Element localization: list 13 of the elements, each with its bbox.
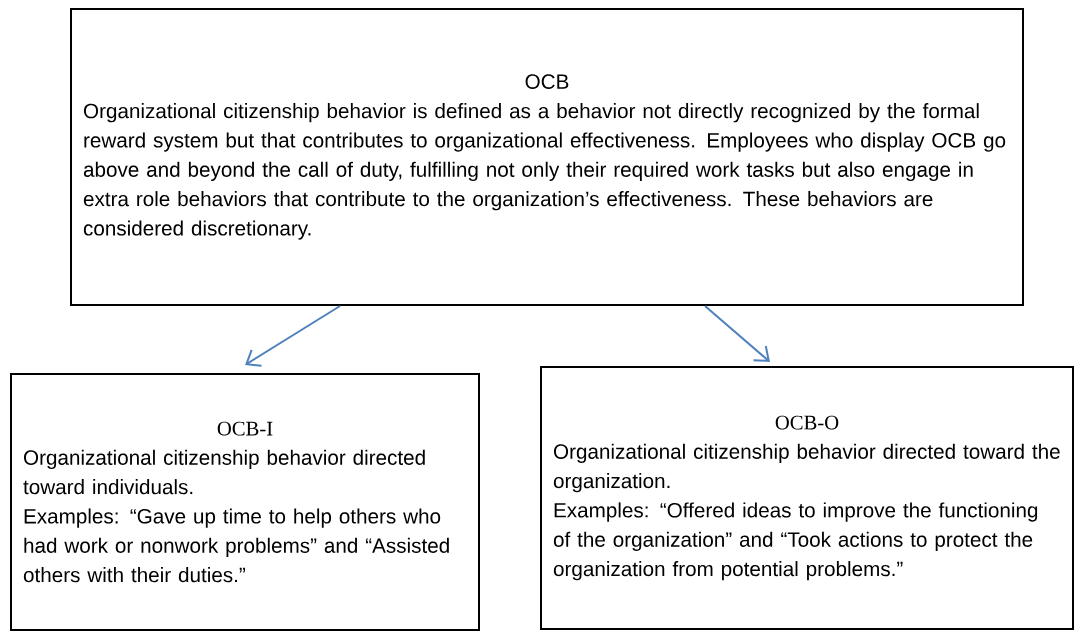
box-text: Examples: “Gave up time to help others who had work or nonwork problems” and “Assisted others with their duties.” [23, 508, 449, 583]
arrow [245, 305, 341, 367]
arrow [704, 305, 770, 362]
box-heading: OCB-I [217, 421, 273, 436]
box-heading: OCB [525, 74, 569, 89]
text-box [540, 366, 1074, 630]
box-text: Organizational citizenship behavior directed toward individuals. [23, 449, 425, 495]
text-box [70, 8, 1024, 306]
box-heading: OCB-O [775, 415, 839, 430]
box-text: Organizational citizenship behavior directed toward the organization. [553, 443, 1060, 493]
box-text: Organizational citizenship behavior is defined as a behavior not directly recognized by the formal reward system but that contributes to organizational effectiveness. Employees who display OCB go above and beyond the call of duty, fulfilling not only their required work tasks but also engage in extra role behaviors that contribute to the organization’s effectiveness. These behaviors are considered discretionary. [83, 103, 1006, 240]
text-box [10, 373, 480, 631]
box-text: Examples: “Offered ideas to improve the functioning of the organization” and “Took actions to protect the organization from potential problems.” [553, 502, 1038, 581]
